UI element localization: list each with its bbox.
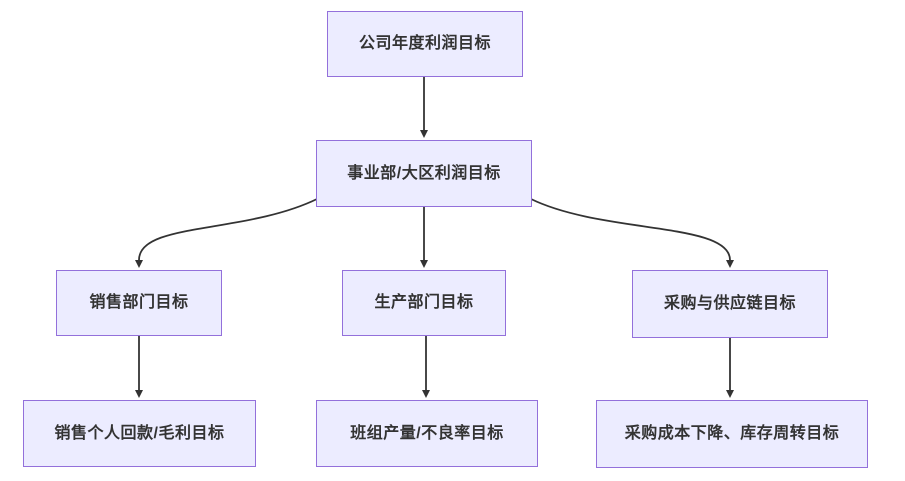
node-label-sales-personal-targets: 销售个人回款/毛利目标 bbox=[54, 424, 225, 442]
node-sales-personal-targets: 销售个人回款/毛利目标 bbox=[23, 400, 256, 467]
node-team-output-targets: 班组产量/不良率目标 bbox=[316, 400, 538, 467]
node-label-company-annual-profit: 公司年度利润目标 bbox=[358, 35, 491, 53]
node-label-sales-dept: 销售部门目标 bbox=[89, 294, 189, 312]
edge-division-region-profit-to-sales-dept bbox=[135, 198, 318, 268]
node-label-production-dept: 生产部门目标 bbox=[374, 294, 474, 312]
node-label-procurement-supply-chain: 采购与供应链目标 bbox=[663, 295, 796, 313]
node-label-division-region-profit: 事业部/大区利润目标 bbox=[347, 164, 501, 182]
edge-division-region-profit-to-procurement-supply-chain bbox=[530, 198, 734, 268]
node-procurement-supply-chain: 采购与供应链目标 bbox=[632, 270, 828, 338]
node-sales-dept: 销售部门目标 bbox=[56, 270, 222, 336]
node-label-team-output-targets: 班组产量/不良率目标 bbox=[350, 424, 504, 442]
node-company-annual-profit: 公司年度利润目标 bbox=[327, 11, 523, 77]
node-division-region-profit: 事业部/大区利润目标 bbox=[316, 140, 532, 207]
node-label-procurement-cost-targets: 采购成本下降、库存周转目标 bbox=[624, 425, 840, 443]
node-procurement-cost-targets: 采购成本下降、库存周转目标 bbox=[596, 400, 868, 468]
node-production-dept: 生产部门目标 bbox=[342, 270, 506, 336]
